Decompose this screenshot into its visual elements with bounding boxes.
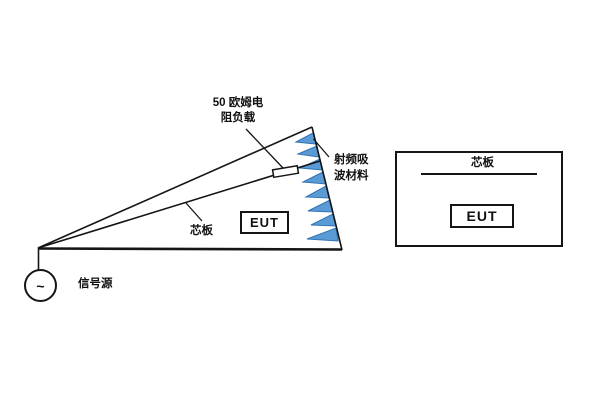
- detail-septum-label: 芯板: [471, 157, 494, 169]
- signal-source-symbol: ~: [24, 269, 57, 302]
- absorber-cone-icon: [304, 185, 330, 199]
- eut-label: EUT: [250, 215, 279, 230]
- absorber-cone-icon: [307, 199, 334, 213]
- absorber-label: 射频吸 波材料: [334, 153, 369, 184]
- absorber-cone-icon: [301, 171, 327, 185]
- resistor-load-label-line1: 50 欧姆电: [212, 97, 264, 109]
- detail-eut-box: EUT: [450, 204, 514, 228]
- detail-chamber-box: [395, 151, 563, 247]
- resistor-leader-line: [245, 128, 284, 169]
- leader-lines: [185, 128, 330, 222]
- detail-eut-label: EUT: [466, 208, 498, 224]
- absorber-label-line1: 射频吸: [334, 154, 369, 166]
- absorber-label-line2: 波材料: [334, 169, 369, 182]
- cell-back-wall: [311, 126, 343, 251]
- detail-septum-line: [421, 172, 537, 175]
- ac-source-icon: ~: [36, 277, 45, 294]
- cell-bottom-edge: [37, 247, 343, 251]
- septum-leader-line: [185, 202, 203, 222]
- eut-box: EUT: [240, 211, 289, 234]
- cell-top-edge: [37, 126, 313, 249]
- absorber-cone-icon: [294, 132, 317, 145]
- septum-label: 芯板: [190, 225, 213, 237]
- resistor-load-label-line2: 阻负载: [220, 111, 256, 124]
- absorber-cone-icon: [306, 227, 339, 242]
- gtem-cell-outline: [37, 126, 343, 270]
- resistor-load-label: 50 欧姆电 阻负载: [200, 96, 276, 125]
- absorber-leader-line: [313, 138, 330, 158]
- resistor-load-symbol: [271, 164, 300, 179]
- signal-source-label: 信号源: [78, 278, 113, 290]
- absorber-cone-icon: [310, 213, 337, 227]
- absorber-cone-icon: [296, 145, 320, 158]
